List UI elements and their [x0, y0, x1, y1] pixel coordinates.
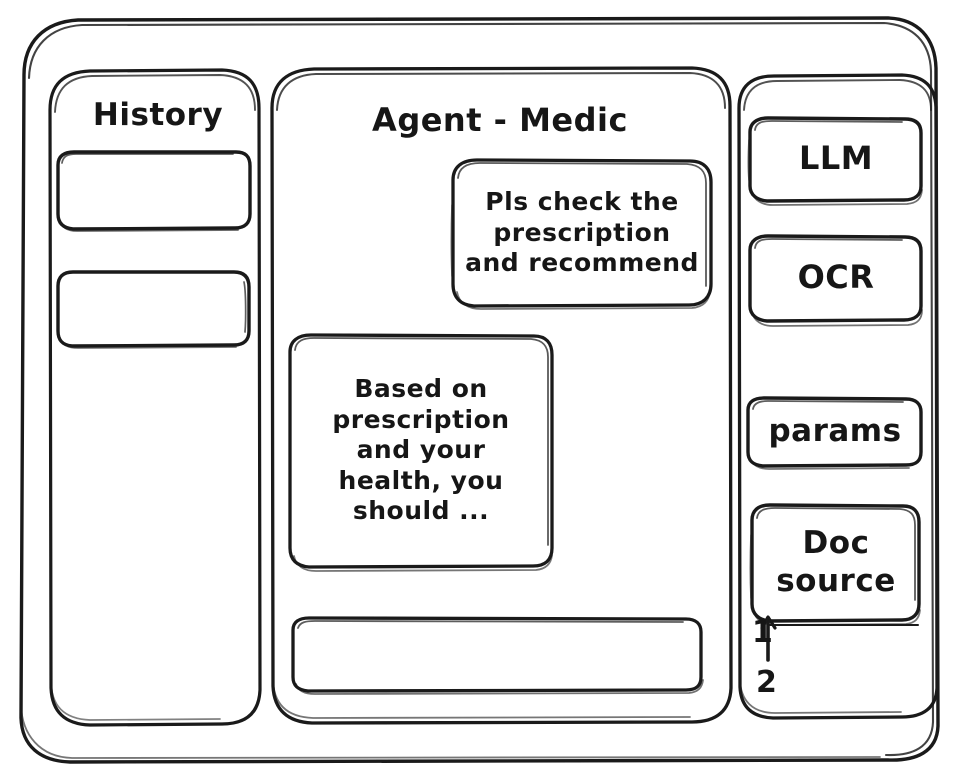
tool-button-ocr[interactable]: OCR: [750, 236, 922, 320]
tool-button-llm[interactable]: LLM: [750, 118, 922, 200]
page-title: Agent - Medic: [300, 96, 700, 146]
doc-reference-label: 1: [752, 614, 774, 650]
chat-message-user: Pls check the prescription and recommend: [453, 160, 711, 306]
agent-title-label: Agent - Medic: [372, 101, 628, 140]
history-title-label: History: [92, 97, 224, 134]
user-message-text: Pls check the prescription and recommend: [465, 187, 699, 278]
assistant-message-text: Based on prescription and your health, y…: [332, 374, 510, 526]
history-list-item[interactable]: [58, 272, 250, 346]
tool-button-params[interactable]: params: [748, 398, 922, 466]
tool-doc-source-label: Doc source: [776, 525, 896, 599]
tool-llm-label: LLM: [798, 139, 874, 178]
tool-ocr-label: OCR: [797, 258, 875, 297]
tool-button-doc-source[interactable]: Doc source: [752, 505, 920, 621]
doc-source-reference-item[interactable]: 1: [752, 614, 792, 652]
message-input[interactable]: [293, 618, 701, 690]
tool-params-label: params: [768, 413, 902, 450]
history-list-item[interactable]: [58, 152, 250, 228]
history-panel-title: History: [58, 92, 258, 140]
chat-message-assistant: Based on prescription and your health, y…: [290, 335, 552, 566]
doc-reference-label: 2: [756, 664, 778, 700]
doc-source-reference-item[interactable]: 2: [756, 662, 796, 704]
